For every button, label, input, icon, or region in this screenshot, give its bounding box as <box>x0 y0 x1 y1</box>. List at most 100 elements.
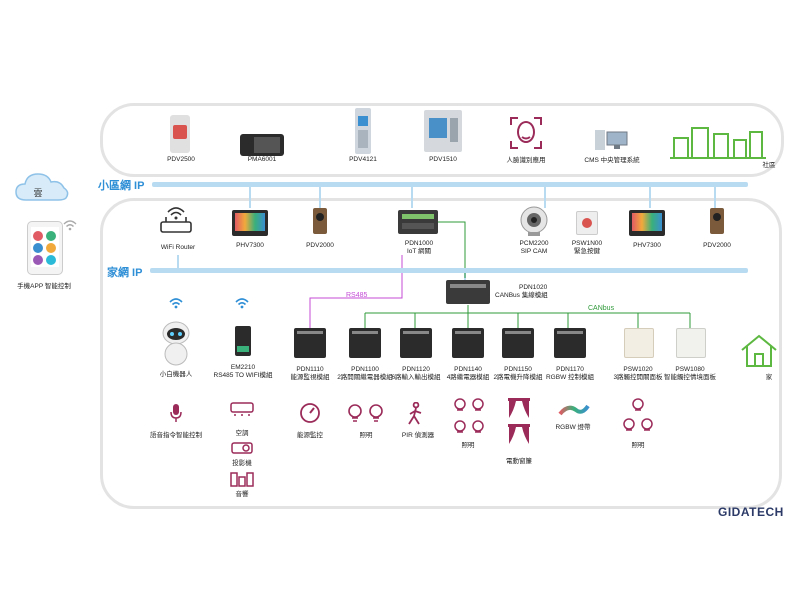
community-panel <box>100 103 784 177</box>
phv7300-label-2: PHV7300 <box>633 242 661 249</box>
wifi-router-label: WiFi Router <box>160 244 196 251</box>
pdn1100-desc: 2路開關繼電器模組 <box>337 374 393 381</box>
psw1n00-label: PSW1N00 <box>571 240 603 247</box>
projector-icon <box>231 441 253 455</box>
rgbw-label: RGBW 燈帶 <box>555 424 591 431</box>
pdn1170-device <box>554 328 586 358</box>
lighting2-label: 照明 <box>461 442 475 449</box>
em2210-desc: RS485 TO WIFI模組 <box>213 372 273 379</box>
face-recognition-icon <box>509 116 543 150</box>
pdv2000-device-1 <box>313 208 327 234</box>
energy-gauge-icon <box>299 402 321 424</box>
psw1080-panel-device <box>676 328 706 358</box>
home-panel <box>100 198 782 509</box>
community-ip-bus <box>152 182 748 187</box>
pdn1140-device <box>452 328 484 358</box>
psw1080-label: PSW1080 <box>675 366 705 373</box>
pdn1150-label: PDN1150 <box>504 366 532 373</box>
pdn1170-desc: RGBW 控制模組 <box>545 374 595 381</box>
pdn1000-label: PDN1000 <box>404 240 434 247</box>
pdn1150-desc: 2路電機升降模組 <box>493 374 543 381</box>
audio-label: 音響 <box>235 491 249 498</box>
pdv2000-device-2 <box>710 208 724 234</box>
face-recognition-label: 人臉識別應用 <box>506 157 546 164</box>
rs485-label: RS485 <box>346 292 368 299</box>
pdv1510-device <box>424 110 462 152</box>
phv7300-device-2 <box>629 210 665 236</box>
projector-label: 投影機 <box>232 460 252 467</box>
wifi-router-device <box>158 204 194 234</box>
phv7300-device-1 <box>232 210 268 236</box>
pdn1100-label: PDN1100 <box>351 366 379 373</box>
pma6001-device <box>240 134 284 156</box>
home-label: 家 <box>765 374 773 381</box>
robot-label: 小白機器人 <box>159 371 193 378</box>
lighting1-label: 照明 <box>359 432 373 439</box>
pdn1120-desc: 6路輸入輸出模組 <box>391 374 441 381</box>
pdv2500-device <box>170 115 190 153</box>
pdv2500-label: PDV2500 <box>167 156 195 163</box>
pdn1020-desc: CANBus 集線模組 <box>495 292 548 299</box>
phone-label: 手機APP 智能控制 <box>17 283 71 290</box>
microphone-icon <box>170 404 182 422</box>
pdn1000-gateway-device <box>398 210 438 234</box>
canbus-label: CANbus <box>588 305 615 312</box>
pdv4121-label: PDV4121 <box>349 156 377 163</box>
speaker-icon <box>230 471 254 487</box>
bulb-icon-group-3 <box>622 398 654 436</box>
pdn1170-label: PDN1170 <box>556 366 584 373</box>
em2210-device <box>235 326 251 356</box>
pdn1000-desc: IoT 網關 <box>406 248 432 255</box>
ac-label: 空調 <box>235 430 249 437</box>
rgbw-strip-icon <box>558 402 590 418</box>
pdv1510-label: PDV1510 <box>429 156 457 163</box>
cloud-icon <box>14 168 70 204</box>
pir-label: PIR 偵測器 <box>401 432 435 439</box>
home-ip-label: 家網 IP <box>107 267 143 279</box>
pdn1140-desc: 4路繼電器模組 <box>446 374 490 381</box>
cloud-label: 雲 <box>33 188 43 198</box>
psw1020-desc: 3路觸控開關面板 <box>613 374 663 381</box>
bulb-icon-group-2 <box>452 398 486 438</box>
pdn1110-desc: 能源監視模組 <box>290 374 330 381</box>
psw1n00-desc: 緊急按鍵 <box>574 248 600 255</box>
pdv2000-label-1: PDV2000 <box>306 242 334 249</box>
phone-wifi-icon <box>63 218 77 231</box>
smartphone-icon <box>27 221 63 275</box>
curtain-label: 電動窗簾 <box>506 458 532 465</box>
pdn1020-label: PDN1020 <box>519 284 548 291</box>
bulb-icon-group-1 <box>346 404 386 422</box>
psw1080-desc: 智能觸控情境面板 <box>664 374 716 381</box>
em2210-wifi-icon <box>235 296 249 309</box>
pdv4121-device <box>355 108 371 154</box>
home-ip-bus <box>150 268 748 273</box>
cms-system-label: CMS 中央管理系統 <box>584 157 640 164</box>
pdn1140-label: PDN1140 <box>454 366 482 373</box>
pir-motion-icon <box>406 401 426 426</box>
psw1020-label: PSW1020 <box>623 366 653 373</box>
air-conditioner-icon <box>230 402 254 416</box>
city-skyline-icon <box>668 126 768 160</box>
psw1020-panel-device <box>624 328 654 358</box>
cms-system-icon <box>595 128 629 152</box>
curtain-icon <box>508 398 530 446</box>
pdn1110-device <box>294 328 326 358</box>
pcm2200-camera-device <box>519 205 549 237</box>
brand-logo: GIDATECH <box>718 505 784 519</box>
pma6001-label: PMA6001 <box>247 156 277 163</box>
psw1n00-button-device <box>576 211 598 235</box>
pdn1150-device <box>502 328 534 358</box>
robot-device <box>162 320 190 366</box>
pdn1020-canbus-device <box>446 280 490 304</box>
pdn1100-device <box>349 328 381 358</box>
energy-label: 能源監控 <box>297 432 323 439</box>
pdn1110-label: PDN1110 <box>296 366 324 373</box>
phv7300-label-1: PHV7300 <box>236 242 264 249</box>
pdn1120-device <box>400 328 432 358</box>
lighting3-label: 照明 <box>631 442 645 449</box>
voice-label: 語音指令智能控制 <box>150 432 202 439</box>
community-label: 社區 <box>762 162 776 169</box>
community-ip-label: 小區網 IP <box>98 180 145 192</box>
pdv2000-label-2: PDV2000 <box>703 242 731 249</box>
